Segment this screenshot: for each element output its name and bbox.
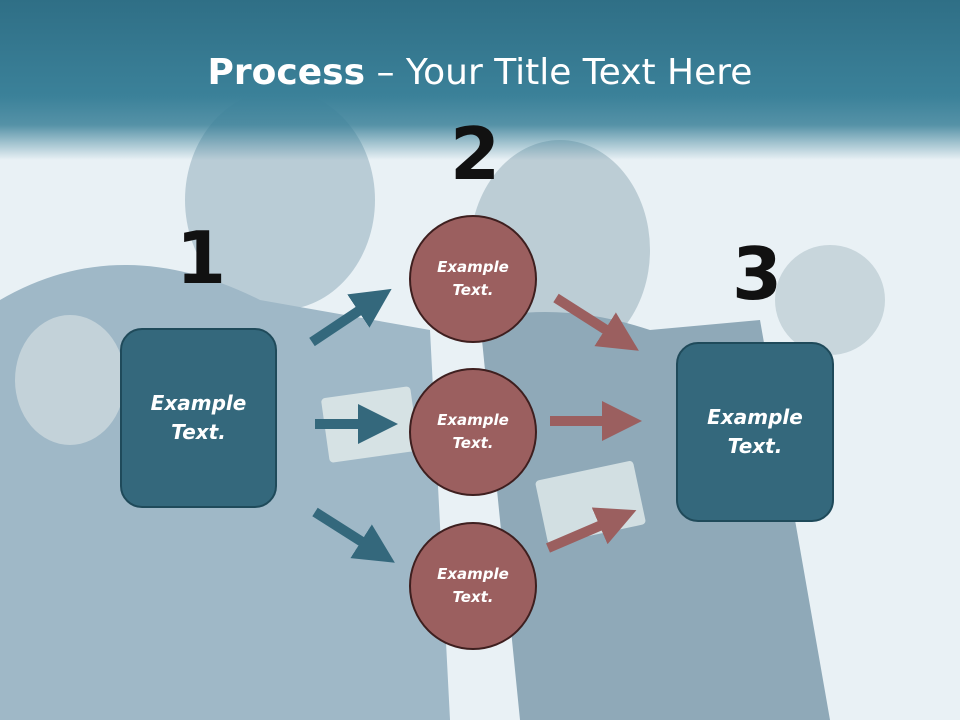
circle-step-bottom: Example Text. [409,522,537,650]
circle-bottom-text: Example Text. [437,565,509,606]
title-bold: Process [207,52,366,93]
circle-step-middle: Example Text. [409,368,537,496]
step-number-1: 1 [176,216,227,300]
title-band [0,0,960,160]
arrow-bottom-to-right [546,507,637,553]
circle-step-top: Example Text. [409,215,537,343]
circle-top-text: Example Text. [437,258,509,299]
step-number-3: 3 [732,232,783,316]
page-title: Process – Your Title Text Here [0,52,960,93]
arrow-left-to-bottom [312,507,395,563]
left-process-box: Example Text. [120,328,277,508]
arrow-left-to-top [309,288,392,347]
arrow-top-to-right [553,293,639,351]
left-box-text: Example Text. [150,391,247,444]
title-rest: – Your Title Text Here [365,52,753,93]
step-number-2: 2 [450,112,501,196]
right-process-box: Example Text. [676,342,834,522]
right-box-text: Example Text. [707,405,803,458]
circle-middle-text: Example Text. [437,411,509,452]
